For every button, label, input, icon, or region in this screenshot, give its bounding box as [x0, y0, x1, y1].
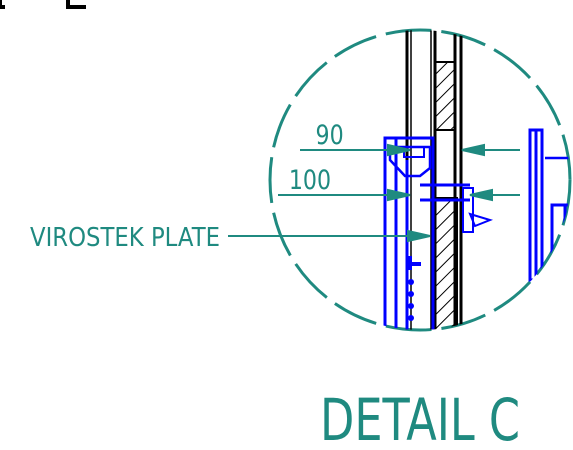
dimension-100-label: 100 [289, 164, 331, 196]
detail-boundary-circle [268, 28, 572, 332]
virostek-plate-hatch [434, 61, 456, 131]
detail-title: DETAIL C [320, 386, 520, 450]
blue-frame [383, 136, 435, 330]
corner-fragment [0, 0, 86, 9]
virostek-plate-label: VIROSTEK PLATE [30, 223, 220, 253]
dimension-lines [228, 143, 520, 243]
detail-geometry [383, 30, 570, 330]
dimension-90-label: 90 [316, 119, 344, 151]
